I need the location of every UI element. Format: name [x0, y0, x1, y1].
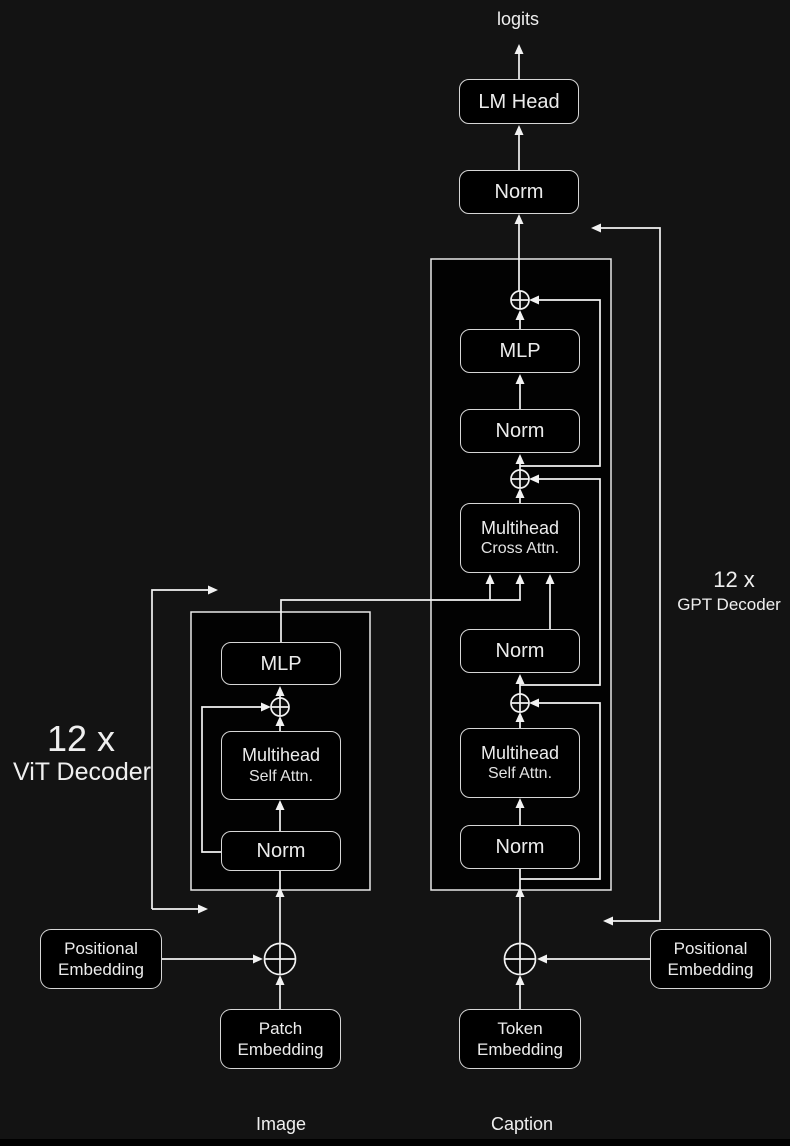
patch-embedding-node: Patch Embedding: [220, 1009, 341, 1069]
add-icon: [510, 290, 530, 310]
add-icon: [503, 942, 537, 976]
caption-input-label: Caption: [490, 1114, 554, 1134]
add-icon: [263, 942, 297, 976]
add-icon: [510, 693, 530, 713]
bottom-border-strip: [0, 1139, 790, 1146]
positional-embedding-right-node: Positional Embedding: [650, 929, 771, 989]
vit-self-attention-node: Multihead Self Attn.: [221, 731, 341, 800]
gpt-norm-mlp-node: Norm: [460, 409, 580, 453]
lm-head-node: LM Head: [459, 79, 579, 124]
vit-block-label: ViT Decoder: [12, 758, 152, 786]
final-norm-node: Norm: [459, 170, 579, 214]
gpt-mlp-node: MLP: [460, 329, 580, 373]
positional-embedding-left-node: Positional Embedding: [40, 929, 162, 989]
gpt-self-attention-node: Multihead Self Attn.: [460, 728, 580, 798]
logits-label: logits: [496, 9, 540, 29]
vit-repeat-label: 12 x: [46, 718, 116, 759]
token-embedding-node: Token Embedding: [459, 1009, 581, 1069]
arrowheads: [198, 44, 613, 985]
add-icon: [270, 697, 290, 717]
gpt-norm-cross-node: Norm: [460, 629, 580, 673]
gpt-block-label: GPT Decoder: [677, 595, 781, 614]
gpt-norm-self-node: Norm: [460, 825, 580, 869]
gpt-repeat-label: 12 x: [713, 567, 755, 592]
vit-norm-node: Norm: [221, 831, 341, 871]
vit-mlp-node: MLP: [221, 642, 341, 685]
add-icon: [510, 469, 530, 489]
gpt-cross-attention-node: Multihead Cross Attn.: [460, 503, 580, 573]
image-input-label: Image: [255, 1114, 307, 1134]
